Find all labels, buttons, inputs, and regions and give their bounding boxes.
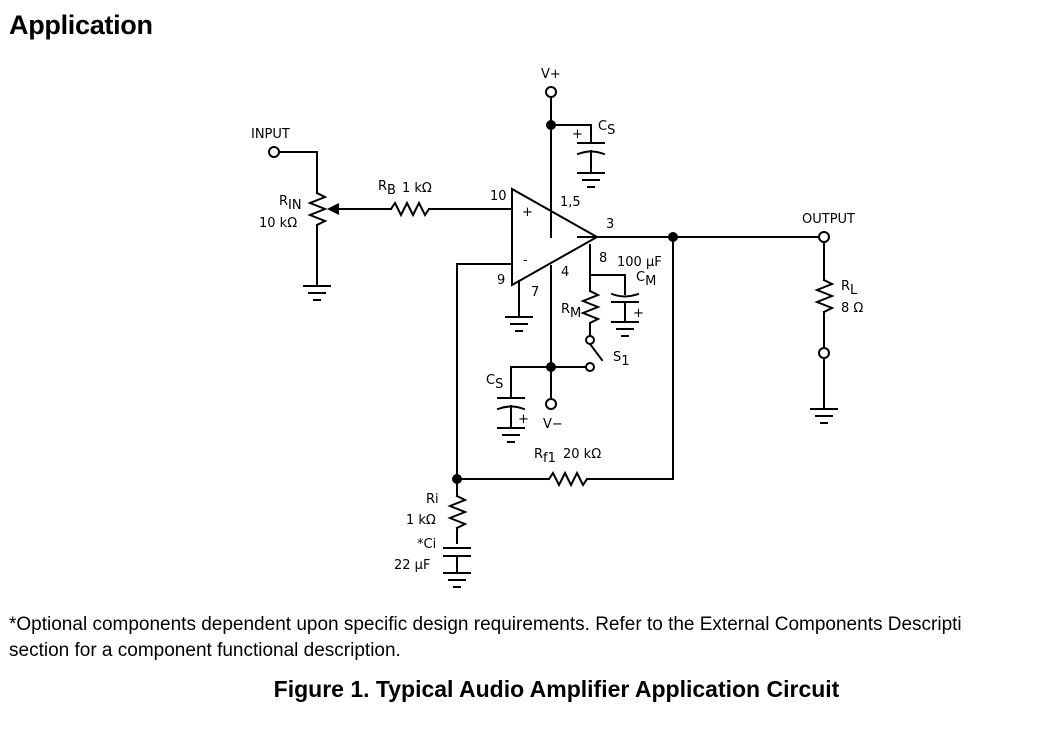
rb-label: RB <box>378 179 396 198</box>
input-label: INPUT <box>251 127 290 142</box>
cm-label: CM <box>636 270 656 289</box>
s1-label: S1 <box>613 350 630 369</box>
pin-3-label: 3 <box>606 217 614 232</box>
rin-resistor <box>307 191 328 227</box>
cs-bottom-label: CS <box>486 373 503 392</box>
ci-value: 22 μF <box>394 558 430 573</box>
page-heading: Application <box>9 10 153 40</box>
output-terminal <box>818 231 830 243</box>
input-terminal <box>268 146 280 158</box>
rf1-value: 20 kΩ <box>563 447 601 462</box>
rm-resistor <box>580 289 601 325</box>
ci-label: *Ci <box>417 537 436 552</box>
rl-resistor <box>814 278 835 314</box>
rb-resistor <box>389 200 431 218</box>
rl-label: RL <box>841 279 858 298</box>
vplus-label: V+ <box>541 67 561 82</box>
rb-value: 1 kΩ <box>402 181 432 196</box>
cs-top-label: CS <box>598 119 615 138</box>
plus-sign: + <box>522 205 533 220</box>
circuit-diagram: V+ + CS INPUT RIN 10 kΩ RB 1 kΩ 10 1,5 3… <box>251 67 863 588</box>
cs-top-plus: + <box>572 127 583 142</box>
minus-sign: - <box>523 253 528 268</box>
rl-value: 8 Ω <box>841 301 863 316</box>
s1-blade <box>588 342 604 362</box>
vminus-label: V− <box>543 417 563 432</box>
rin-wiper-arrow <box>327 203 339 215</box>
pin-7-label: 7 <box>531 285 539 300</box>
pin-8-label: 8 <box>599 251 607 266</box>
vminus-terminal <box>545 398 557 410</box>
cm-value: 100 μF <box>617 255 662 270</box>
amplifier-triangle <box>511 187 600 287</box>
output-label: OUTPUT <box>802 212 855 227</box>
feedback-node <box>452 474 462 484</box>
ri-value: 1 kΩ <box>406 513 436 528</box>
pin-9-label: 9 <box>497 273 505 288</box>
ri-resistor <box>447 494 468 530</box>
vplus-terminal <box>545 86 557 98</box>
rf1-resistor <box>547 470 589 488</box>
footnote-line-2: section for a component functional descr… <box>9 640 401 661</box>
cm-plus: + <box>633 306 644 321</box>
pin-10-label: 10 <box>490 189 507 204</box>
footnote: *Optional components dependent upon spec… <box>9 612 1060 664</box>
rm-label: RM <box>561 302 581 321</box>
cs-bottom-plus: + <box>518 412 529 427</box>
rin-value: 10 kΩ <box>259 216 297 231</box>
ri-label: Ri <box>426 492 439 507</box>
pin-4-label: 4 <box>561 265 569 280</box>
pin-15-label: 1,5 <box>560 195 581 210</box>
rf1-label: Rf1 <box>534 447 556 466</box>
rin-label: RIN <box>279 194 302 213</box>
s1-contact-1 <box>585 362 595 372</box>
figure-caption: Figure 1. Typical Audio Amplifier Applic… <box>273 676 840 702</box>
cm-plate-1 <box>610 292 640 298</box>
footnote-line-1: *Optional components dependent upon spec… <box>9 614 962 635</box>
